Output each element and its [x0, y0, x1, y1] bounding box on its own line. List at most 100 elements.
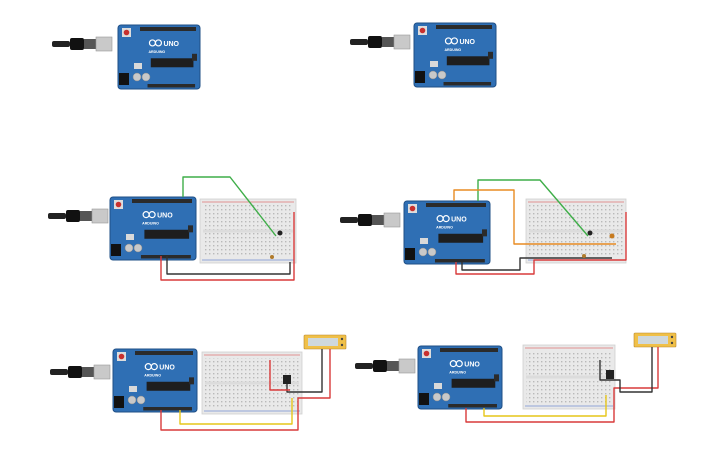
lcd-display[interactable] — [303, 334, 347, 350]
digital-header — [440, 348, 498, 352]
wire-red[interactable] — [160, 349, 331, 431]
lcd-pin — [340, 343, 344, 347]
usb-cable — [52, 41, 70, 47]
lcd-screen — [638, 336, 668, 344]
capacitor — [124, 243, 134, 253]
sensor — [283, 375, 291, 384]
breadboard[interactable] — [199, 198, 297, 264]
breadboard[interactable] — [525, 198, 627, 264]
wire-yellow[interactable] — [483, 395, 607, 417]
lcd-display[interactable] — [633, 332, 677, 348]
usb-plug-body — [373, 360, 387, 372]
wire-black[interactable] — [461, 257, 612, 271]
board-logo-text: UNO — [157, 213, 173, 220]
wire-green[interactable] — [182, 176, 277, 237]
crystal — [434, 383, 442, 389]
usb-plug-body — [70, 38, 84, 50]
analog-header — [434, 259, 485, 263]
capacitor — [428, 70, 438, 80]
power-jack — [114, 396, 124, 408]
atmega-chip — [446, 56, 490, 66]
wire-red[interactable] — [465, 347, 659, 423]
usb-connector — [393, 34, 411, 50]
wire-yellow[interactable] — [179, 398, 293, 425]
usb-connector — [93, 364, 111, 380]
digital-header — [426, 203, 486, 207]
infinity-logo-right — [442, 215, 450, 223]
icsp-header — [494, 374, 499, 382]
infinity-logo-right — [148, 211, 156, 219]
icsp-header — [188, 225, 193, 233]
usb-plug-neck — [387, 361, 399, 371]
capacitor — [132, 72, 142, 82]
reset-button-cap[interactable] — [419, 27, 426, 34]
board-pcb — [109, 196, 197, 261]
board-brand-text: ARDUINO — [144, 374, 161, 378]
usb-plug-body — [66, 210, 80, 222]
board-logo-text: UNO — [464, 362, 480, 369]
reset-button-cap[interactable] — [118, 353, 125, 360]
capacitor — [136, 395, 146, 405]
analog-header — [443, 82, 492, 86]
reset-button-cap[interactable] — [123, 29, 130, 36]
atmega-chip — [144, 229, 190, 239]
usb-cable — [50, 369, 68, 375]
lcd-pin — [670, 335, 674, 339]
reset-button-cap[interactable] — [423, 350, 430, 357]
wire-orange[interactable] — [453, 189, 616, 245]
reset-button-cap[interactable] — [115, 201, 122, 208]
power-jack — [405, 248, 415, 260]
analog-header — [140, 255, 191, 259]
analog-header — [147, 84, 196, 88]
wire-black[interactable] — [599, 347, 653, 393]
icsp-header — [488, 51, 493, 59]
board-logo-text: UNO — [451, 217, 467, 224]
power-jack — [415, 71, 425, 83]
breadboard-channel — [203, 229, 293, 233]
wire-black[interactable] — [166, 256, 291, 275]
wire-red[interactable] — [160, 212, 295, 281]
capacitor — [441, 392, 451, 402]
photoresistor — [277, 230, 283, 236]
power-jack — [119, 73, 129, 85]
photoresistor — [587, 230, 593, 236]
digital-header — [135, 351, 193, 355]
board-brand-text: ARDUINO — [148, 50, 165, 54]
usb-cable — [350, 39, 368, 45]
crystal — [420, 238, 428, 244]
breadboard[interactable] — [522, 344, 616, 410]
atmega-chip — [451, 378, 496, 388]
crystal — [134, 63, 142, 69]
reset-button-cap[interactable] — [409, 205, 416, 212]
sensor — [606, 370, 614, 379]
usb-plug-body — [358, 214, 372, 226]
arduino-uno-board[interactable]: UNO ARDUINO — [112, 348, 198, 413]
usb-plug-neck — [382, 37, 394, 47]
capacitor — [437, 70, 447, 80]
icsp-header — [192, 53, 197, 61]
crystal — [129, 386, 137, 392]
board-logo-text: UNO — [159, 365, 175, 372]
capacitor — [432, 392, 442, 402]
analog-header — [448, 404, 497, 408]
infinity-logo-right — [455, 360, 463, 368]
lcd-pin — [340, 337, 344, 341]
power-jack — [419, 393, 429, 405]
wire-red[interactable] — [455, 212, 627, 275]
circuit-c5[interactable]: UNO ARDUINO — [50, 334, 347, 431]
lcd-pin — [670, 341, 674, 345]
wire-red-2[interactable] — [269, 360, 290, 391]
analog-header — [143, 407, 192, 411]
